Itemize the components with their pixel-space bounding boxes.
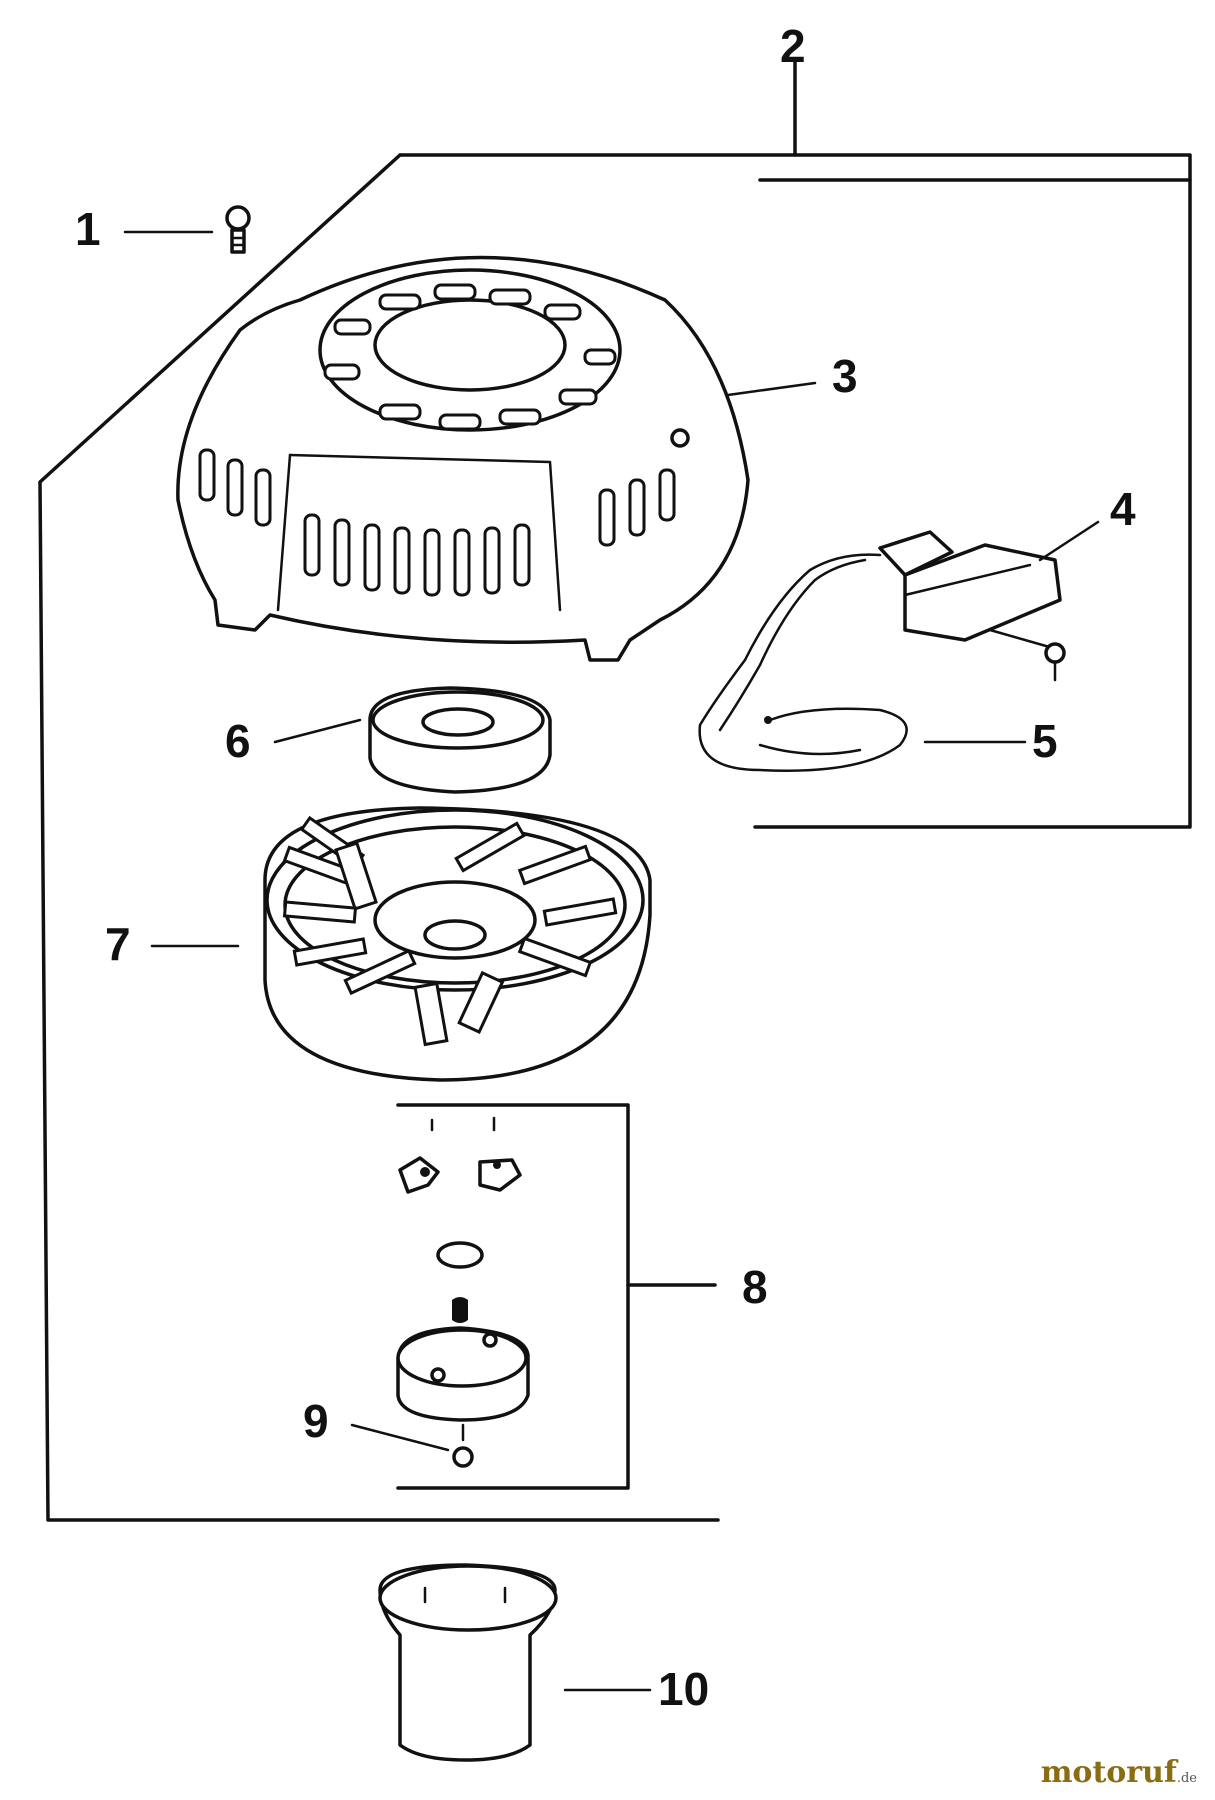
screw-9-leader xyxy=(350,1423,450,1452)
callout-4: 4 xyxy=(1110,483,1136,535)
callout-10: 10 xyxy=(658,1663,709,1715)
pulley-part xyxy=(150,806,652,1082)
starter-rope-part xyxy=(698,553,1027,772)
callout-9: 9 xyxy=(303,1395,329,1447)
callout-6: 6 xyxy=(225,715,251,767)
watermark-main: motoruf xyxy=(1040,1755,1177,1790)
callout-5: 5 xyxy=(1032,715,1058,767)
starter-housing-part xyxy=(176,255,817,662)
pawl-kit-part xyxy=(396,1116,530,1468)
starter-handle-part xyxy=(878,520,1100,682)
callout-7: 7 xyxy=(105,918,131,970)
housing-vent-slots xyxy=(198,283,676,597)
watermark-suffix: .de xyxy=(1176,1771,1197,1786)
assembly-boundary-2 xyxy=(38,58,1192,1522)
pulley-ribs xyxy=(282,815,618,1047)
screw-part xyxy=(123,205,251,254)
site-watermark: motoruf.de xyxy=(1041,1755,1197,1790)
kit-boundary-8 xyxy=(396,1103,717,1490)
callout-2: 2 xyxy=(780,20,806,72)
callout-3: 3 xyxy=(832,350,858,402)
cup-part xyxy=(378,1563,652,1762)
callout-8: 8 xyxy=(742,1261,768,1313)
callout-1: 1 xyxy=(75,203,101,255)
washer-part xyxy=(273,686,552,794)
